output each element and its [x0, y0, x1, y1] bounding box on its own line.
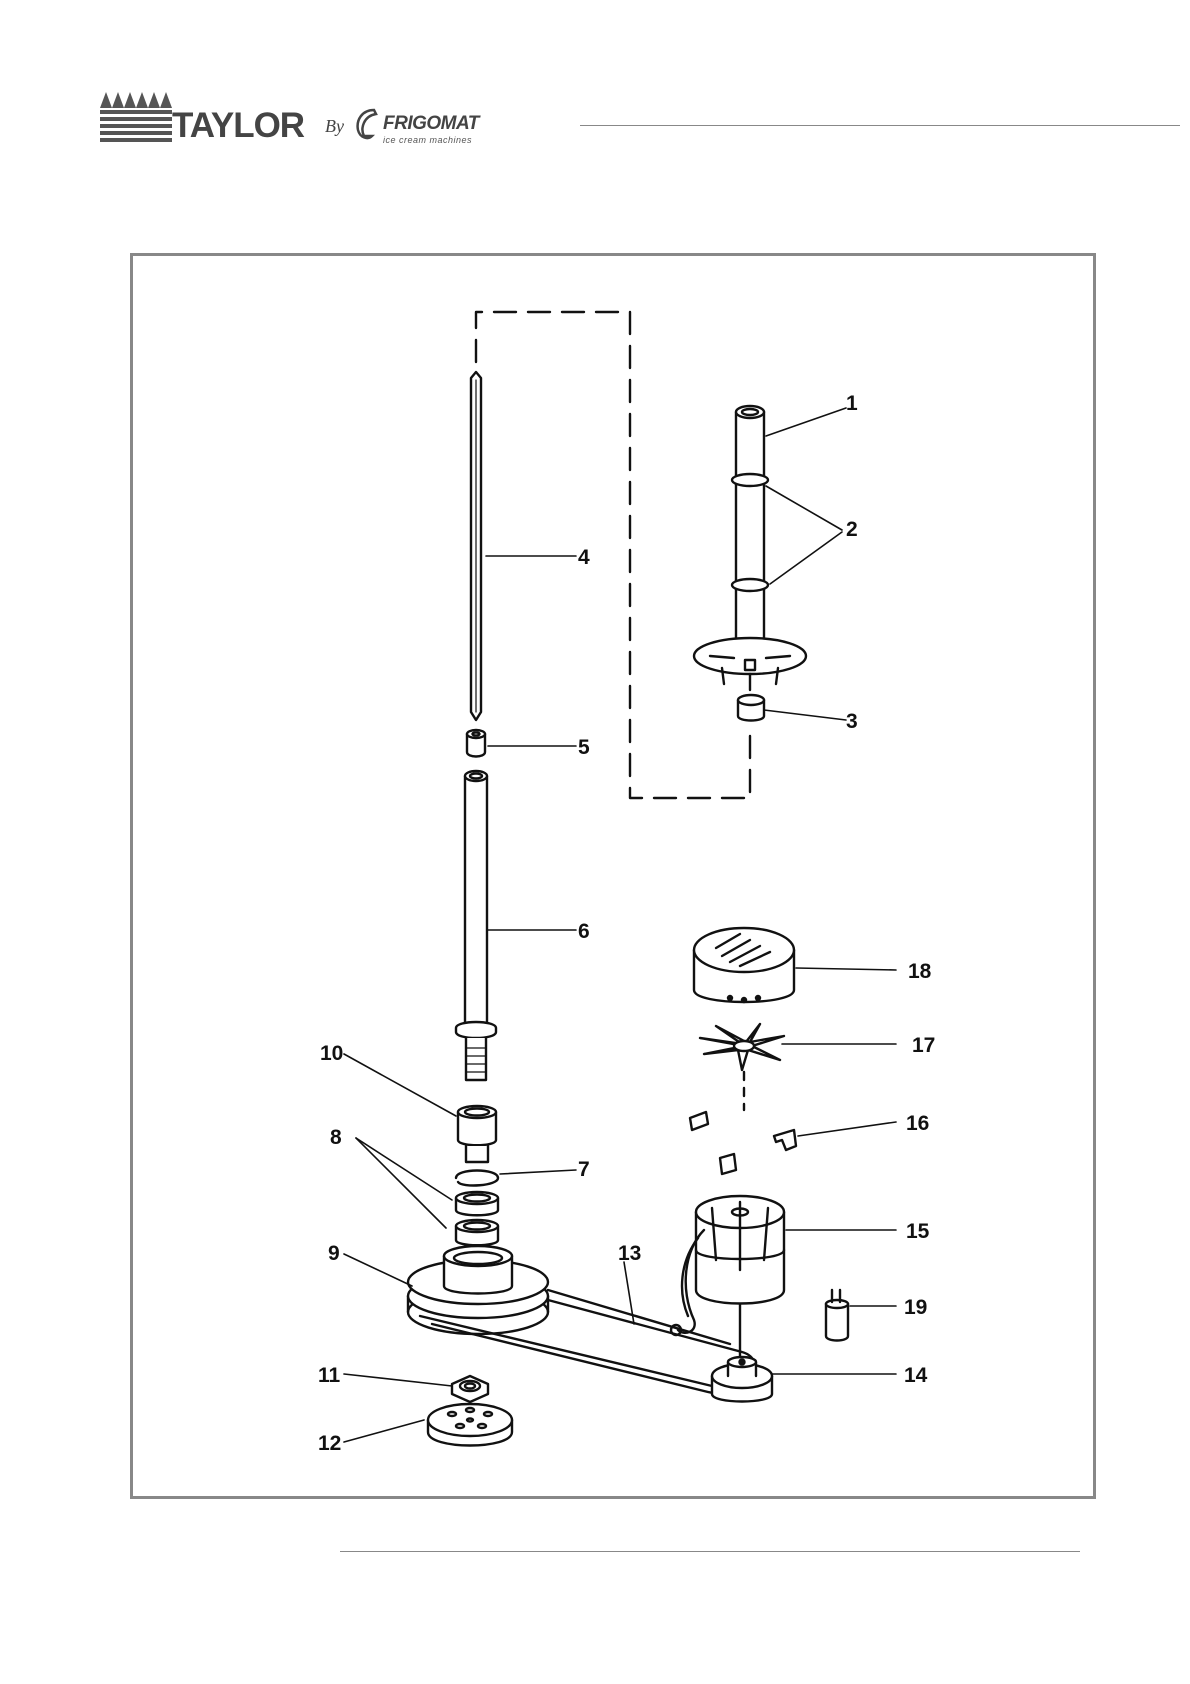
assembly-dashed-line [476, 312, 750, 798]
callout-17: 17 [912, 1034, 935, 1057]
callout-8: 8 [330, 1126, 342, 1149]
part-16-bracket-left [690, 1112, 708, 1130]
part-14-small-pulley [712, 1357, 772, 1402]
callout-19: 19 [904, 1296, 927, 1319]
callout-4: 4 [578, 546, 590, 569]
callout-15: 15 [906, 1220, 930, 1243]
callout-12: 12 [318, 1432, 341, 1455]
callout-6: 6 [578, 920, 590, 943]
part-8-bearing-upper [456, 1192, 498, 1215]
callout-11: 11 [318, 1364, 341, 1387]
callout-16: 16 [906, 1112, 929, 1135]
part-3-cap [738, 695, 764, 721]
part-8-bearing-lower [456, 1220, 498, 1245]
part-19-capacitor [826, 1290, 848, 1341]
part-12-disc [428, 1404, 512, 1446]
callout-9: 9 [328, 1242, 340, 1265]
part-2-oring-upper [732, 474, 768, 486]
part-16-bracket-center [720, 1154, 736, 1174]
part-10-coupling [458, 1106, 496, 1162]
callout-2: 2 [846, 518, 858, 541]
part-4-shaft [471, 372, 481, 720]
part-5-bushing [467, 730, 485, 757]
callout-1: 1 [846, 392, 858, 415]
part-9-large-pulley [408, 1246, 548, 1334]
callout-7: 7 [578, 1158, 590, 1181]
callout-18: 18 [908, 960, 932, 983]
callout-10: 10 [320, 1042, 343, 1065]
part-1-agitator-tube [736, 406, 764, 660]
callout-14: 14 [904, 1364, 928, 1387]
footer-rule [340, 1551, 1080, 1552]
part-2-oring-lower [732, 579, 768, 591]
part-1-flange [694, 638, 806, 690]
callout-3: 3 [846, 710, 858, 733]
part-17-fan [700, 1024, 784, 1110]
part-6-tube [456, 771, 496, 1080]
part-11-nut [452, 1376, 488, 1402]
part-18-motor-cover [694, 928, 794, 1002]
part-16-bracket-right [774, 1130, 796, 1150]
callout-13: 13 [618, 1242, 641, 1265]
callout-5: 5 [578, 736, 590, 759]
part-7-circlip [456, 1171, 498, 1186]
